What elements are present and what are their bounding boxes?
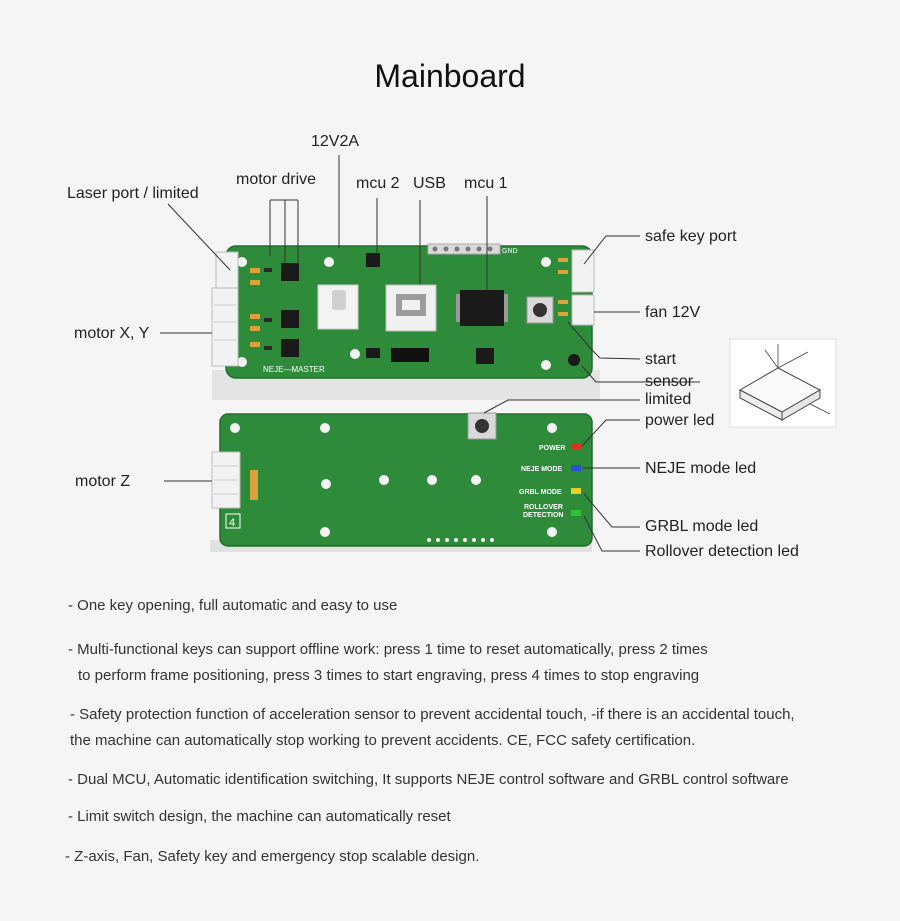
label-laser-port: Laser port / limited xyxy=(67,185,199,202)
label-neje-mode-led: NEJE mode led xyxy=(645,460,757,477)
usb-port xyxy=(385,284,437,332)
neje-mode-print: NEJE MODE xyxy=(521,466,563,473)
power-led xyxy=(571,443,581,449)
label-mcu1: mcu 1 xyxy=(464,175,508,192)
chip xyxy=(476,348,494,364)
chip xyxy=(391,348,429,362)
laser-port-connector xyxy=(215,251,239,291)
note-item: - Dual MCU, Automatic identification swi… xyxy=(68,771,789,788)
fan-connector xyxy=(571,294,595,326)
label-limited: limited xyxy=(645,391,692,408)
label-safe-key-port: safe key port xyxy=(645,228,737,245)
label-fan: fan 12V xyxy=(645,304,701,321)
label-power-in: 12V2A xyxy=(311,133,360,150)
sensor-chip xyxy=(568,354,580,366)
motor-driver-chip xyxy=(281,310,299,328)
mcu2-chip xyxy=(366,253,380,267)
power-print: POWER xyxy=(539,445,565,452)
grbl-mode-led xyxy=(571,488,581,494)
top-board: GND NEJE—MASTER xyxy=(211,243,600,400)
gnd-print: GND xyxy=(502,248,518,255)
gnd-header: GND xyxy=(427,243,518,255)
label-usb: USB xyxy=(413,175,446,192)
mcu1-chip xyxy=(456,290,508,326)
bottom-board: 4 POWER NEJE MODE GRBL MODE ROLLOVER DET… xyxy=(210,412,593,552)
sensor-inset xyxy=(729,338,837,428)
board-illustration: GND NEJE—MASTER xyxy=(160,155,837,552)
motor-driver-chip xyxy=(281,339,299,357)
limit-switch xyxy=(467,412,497,440)
rollover-print-1: ROLLOVER xyxy=(524,504,563,511)
neje-mode-led xyxy=(571,465,581,471)
safe-key-connector xyxy=(571,249,595,293)
note-item: - Safety protection function of accelera… xyxy=(70,706,795,723)
rollover-led xyxy=(571,510,581,516)
note-item: - One key opening, full automatic and ea… xyxy=(68,597,398,614)
label-motor-z: motor Z xyxy=(75,473,131,490)
label-grbl-mode-led: GRBL mode led xyxy=(645,518,759,535)
start-button-component xyxy=(526,296,554,324)
note-item: - Multi-functional keys can support offl… xyxy=(68,641,708,658)
label-motor-xy: motor X, Y xyxy=(74,325,150,342)
motor-xy-connector xyxy=(211,287,239,367)
motor-driver-chip xyxy=(281,263,299,281)
label-rollover-led: Rollover detection led xyxy=(645,543,799,560)
label-power-led: power led xyxy=(645,412,715,429)
label-start: start xyxy=(645,351,677,368)
note-item: to perform frame positioning, press 3 ti… xyxy=(78,667,700,684)
grbl-mode-print: GRBL MODE xyxy=(519,489,562,496)
motor-z-connector xyxy=(211,451,241,509)
leader-lines xyxy=(160,155,700,552)
note-item: - Limit switch design, the machine can a… xyxy=(68,808,451,825)
board-name-print: NEJE—MASTER xyxy=(263,365,325,374)
label-motor-drive: motor drive xyxy=(236,171,317,188)
note-item: - Z-axis, Fan, Safety key and emergency … xyxy=(65,848,480,865)
mainboard-diagram: GND NEJE—MASTER xyxy=(67,133,837,560)
note-item: the machine can automatically stop worki… xyxy=(70,732,696,749)
label-mcu2: mcu 2 xyxy=(356,175,400,192)
page-title: Mainboard xyxy=(374,58,526,94)
board-badge: 4 xyxy=(229,517,235,529)
label-sensor: sensor xyxy=(645,373,694,390)
power-jack xyxy=(317,284,359,330)
rollover-print-2: DETECTION xyxy=(523,512,563,519)
chip xyxy=(366,348,380,358)
